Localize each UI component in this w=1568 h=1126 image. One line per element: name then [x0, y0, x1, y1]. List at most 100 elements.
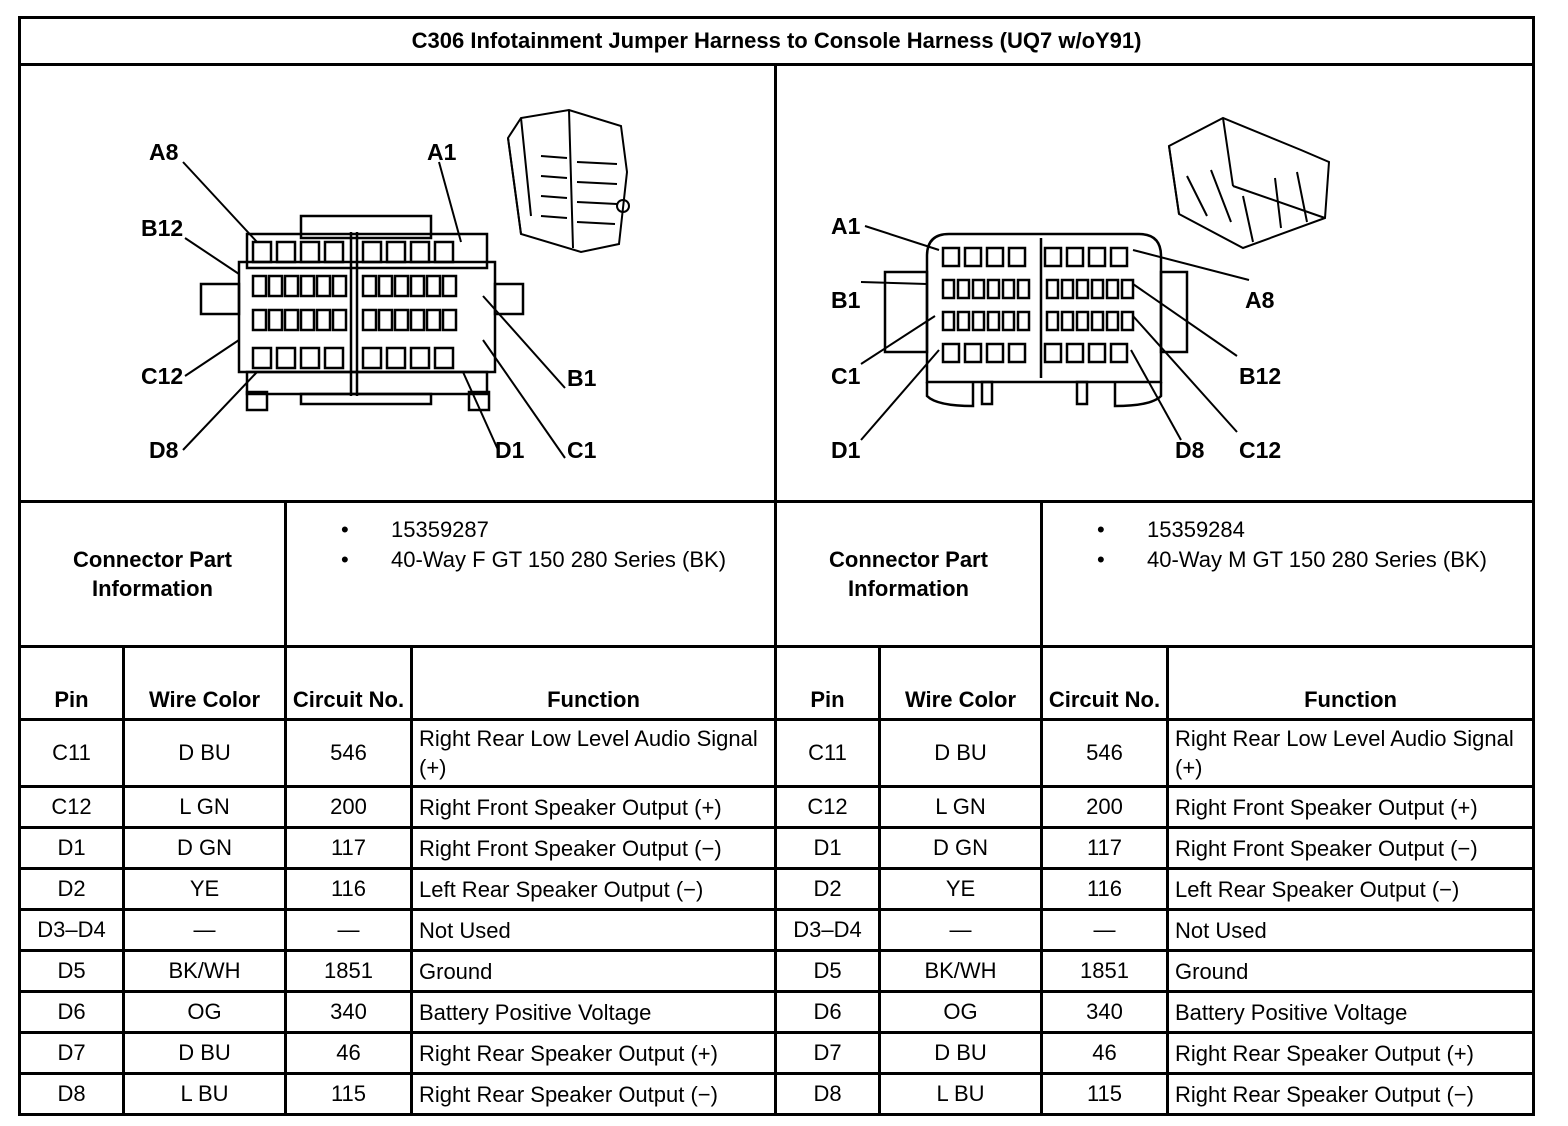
- pin-cavity: [275, 240, 297, 264]
- right-wire-color-cell: —: [878, 908, 1043, 952]
- pin-cavity: [963, 246, 983, 268]
- right-circuit-cell: 546: [1040, 718, 1169, 788]
- pin-label-d1: D1: [831, 437, 861, 463]
- right-function-cell: Battery Positive Voltage: [1165, 990, 1536, 1034]
- table-header-row: Pin Wire Color Circuit No. Function Pin …: [18, 645, 1536, 721]
- pin-cavity: [956, 278, 971, 300]
- left-function-cell: Right Front Speaker Output (−): [410, 826, 777, 870]
- right-part-number: 15359284: [1043, 515, 1526, 545]
- header-circuit-no: Circuit No.: [1040, 645, 1169, 721]
- left-pin-cell: D7: [18, 1031, 125, 1075]
- left-connector-panel: A8 A1 B12 B1 C12 C1 D8 D1: [18, 63, 777, 503]
- pin-cavity: [956, 310, 971, 332]
- left-function-cell: Right Rear Speaker Output (+): [410, 1031, 777, 1075]
- right-circuit-cell: 116: [1040, 867, 1169, 911]
- left-connector-part-information-label: Connector Part Information: [18, 500, 287, 648]
- pin-cavity: [1060, 278, 1075, 300]
- right-function-cell: Right Rear Speaker Output (+): [1165, 1031, 1536, 1075]
- right-part-info: 15359284 40-Way M GT 150 280 Series (BK): [1039, 500, 1536, 648]
- pin-label-d8: D8: [149, 437, 179, 463]
- right-pin-cell: D3–D4: [774, 908, 881, 952]
- left-function-cell: Right Rear Low Level Audio Signal (+): [410, 718, 777, 788]
- pin-cavity: [1120, 310, 1135, 332]
- pin-label-d1: D1: [495, 437, 525, 463]
- pin-label-c1: C1: [567, 437, 597, 463]
- pin-cavity: [1060, 310, 1075, 332]
- right-function-cell: Right Front Speaker Output (+): [1165, 785, 1536, 829]
- right-pin-cell: D5: [774, 949, 881, 993]
- right-wire-color-cell: BK/WH: [878, 949, 1043, 993]
- pin-cavity: [299, 346, 321, 370]
- left-function-cell: Left Rear Speaker Output (−): [410, 867, 777, 911]
- left-circuit-cell: 200: [284, 785, 413, 829]
- right-pin-cell: D6: [774, 990, 881, 1034]
- pin-cavity: [985, 342, 1005, 364]
- pin-cavity: [361, 240, 383, 264]
- right-circuit-cell: 340: [1040, 990, 1169, 1034]
- left-wire-color-cell: OG: [122, 990, 287, 1034]
- left-pin-cell: C11: [18, 718, 125, 788]
- left-function-cell: Right Rear Speaker Output (−): [410, 1072, 777, 1116]
- right-connector-part-information-label: Connector Part Information: [774, 500, 1043, 648]
- right-function-cell: Ground: [1165, 949, 1536, 993]
- pin-cavity: [323, 346, 345, 370]
- right-circuit-cell: 1851: [1040, 949, 1169, 993]
- pin-cavity: [425, 274, 442, 298]
- left-function-cell: Right Front Speaker Output (+): [410, 785, 777, 829]
- pin-cavity: [963, 342, 983, 364]
- header-wire-color: Wire Color: [122, 645, 287, 721]
- right-pin-cell: D1: [774, 826, 881, 870]
- left-circuit-cell: 115: [284, 1072, 413, 1116]
- left-wire-color-cell: BK/WH: [122, 949, 287, 993]
- female-connector-face-diagram: A8 A1 B12 B1 C12 C1 D8 D1: [141, 108, 630, 463]
- pin-cavity: [275, 346, 297, 370]
- pin-cavity: [361, 274, 378, 298]
- pin-cavity: [267, 308, 284, 332]
- pin-cavity: [299, 308, 316, 332]
- left-connector-iso-icon: [506, 108, 630, 254]
- pin-cavity: [283, 308, 300, 332]
- pin-cavity: [385, 346, 407, 370]
- pin-cavity: [1075, 278, 1090, 300]
- right-circuit-cell: 115: [1040, 1072, 1169, 1116]
- pin-cavity: [323, 240, 345, 264]
- pin-cavity: [1120, 278, 1135, 300]
- right-wire-color-cell: D BU: [878, 1031, 1043, 1075]
- pin-cavity: [283, 274, 300, 298]
- pin-cavity: [1087, 246, 1107, 268]
- left-wire-color-cell: D BU: [122, 1031, 287, 1075]
- left-circuit-cell: —: [284, 908, 413, 952]
- right-wire-color-cell: YE: [878, 867, 1043, 911]
- pin-label-a8: A8: [149, 139, 179, 165]
- left-wire-color-cell: L BU: [122, 1072, 287, 1116]
- right-connector-panel: A1 A8 B1 B12 C1 C12 D1 D8: [773, 63, 1536, 503]
- pin-cavity: [1043, 342, 1063, 364]
- pin-cavity: [251, 240, 273, 264]
- pin-cavity: [409, 346, 431, 370]
- pin-cavity: [1087, 342, 1107, 364]
- diagram-title: C306 Infotainment Jumper Harness to Cons…: [17, 16, 1536, 66]
- pin-cavity: [315, 274, 332, 298]
- pin-cavity: [433, 240, 455, 264]
- right-pin-cell: D2: [774, 867, 881, 911]
- connector-table: C306 Infotainment Jumper Harness to Cons…: [17, 16, 1536, 1116]
- pin-cavity: [377, 274, 394, 298]
- right-circuit-cell: 200: [1040, 785, 1169, 829]
- pin-cavity: [251, 274, 268, 298]
- pin-cavity: [986, 278, 1001, 300]
- pin-cavity: [1105, 310, 1120, 332]
- pin-cavity: [941, 310, 956, 332]
- pin-cavity: [1045, 310, 1060, 332]
- pin-label-b12: B12: [1239, 363, 1281, 389]
- pin-cavity: [331, 308, 348, 332]
- pin-cavity: [315, 308, 332, 332]
- left-function-cell: Ground: [410, 949, 777, 993]
- pin-cavity: [331, 274, 348, 298]
- pin-cavity: [1065, 342, 1085, 364]
- pin-cavity: [986, 310, 1001, 332]
